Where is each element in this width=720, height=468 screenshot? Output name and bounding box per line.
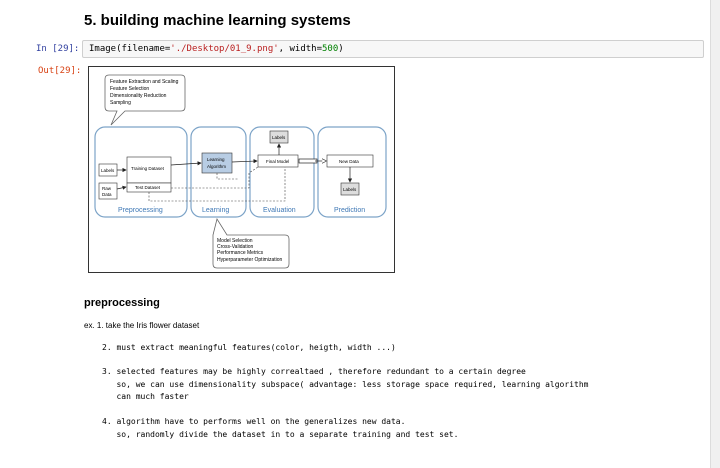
callout-top-line-1: Feature Extraction and Scaling	[110, 79, 179, 85]
dashed-feedback-3	[216, 173, 239, 180]
big-arrow	[298, 158, 318, 164]
final-model-text: Final Model	[266, 159, 289, 164]
callout-top-bubble	[104, 74, 186, 126]
dashed-feedback-2	[148, 167, 286, 202]
code-suffix: )	[338, 44, 344, 54]
callout-bottom-line-2: Cross-Validation	[217, 244, 254, 250]
eval-labels-box	[269, 130, 289, 144]
list-item: so, randomly divide the dataset in to a …	[102, 430, 459, 439]
example-text: ex. 1. take the Iris flower dataset	[84, 321, 200, 330]
eval-labels-text: Labels	[272, 135, 286, 140]
callout-bottom-line-3: Performance Metrics	[217, 250, 264, 256]
list-item: can much faster	[102, 392, 189, 401]
arrow-rawdata	[116, 185, 127, 190]
callout-bottom-line-1: Model Selection	[217, 238, 253, 244]
callout-top-line-3: Dimensionality Reduction	[110, 93, 167, 99]
section-title: preprocessing	[84, 297, 160, 309]
arrow-learn-to-model	[231, 159, 258, 164]
raw-data-line-2: Data	[102, 192, 112, 197]
ml-workflow-diagram: Feature Extraction and Scaling Feature S…	[94, 74, 387, 269]
callout-bottom-bubble	[212, 217, 290, 269]
learning-algorithm-box	[201, 152, 233, 174]
final-model-box	[257, 154, 299, 168]
code-text[interactable]: Image(filename='./Desktop/01_9.png', wid…	[89, 44, 344, 54]
list-item: so, we can use dimensionality subspace( …	[102, 380, 589, 389]
stage-preprocessing-label: Preprocessing	[118, 207, 163, 214]
learning-algorithm-line-2: Algorithm	[207, 164, 226, 169]
list-item: 2. must extract meaningful features(colo…	[102, 343, 396, 352]
callout-bottom-line-4: Hyperparameter Optimization	[217, 257, 283, 263]
stage-evaluation-box	[249, 126, 315, 218]
training-dataset-text: Training Dataset	[131, 166, 165, 171]
dashed-feedback-1	[171, 166, 259, 189]
pred-labels-text: Labels	[343, 187, 357, 192]
code-string: './Desktop/01_9.png'	[170, 44, 279, 54]
learning-algorithm-line-1: Learning	[207, 157, 225, 162]
code-cell[interactable]: Image(filename='./Desktop/01_9.png', wid…	[82, 40, 704, 58]
scrollbar[interactable]	[710, 0, 720, 468]
arrow-train-to-learn	[170, 161, 202, 166]
pred-labels-box	[340, 182, 360, 196]
list-item: 3. selected features may be highly corre…	[102, 367, 526, 376]
labels-box-text: Labels	[101, 168, 115, 173]
stage-prediction-label: Prediction	[334, 207, 365, 214]
list-item: 4. algorithm have to performs well on th…	[102, 417, 406, 426]
code-prefix: Image(filename=	[89, 44, 171, 54]
code-middle: , width=	[278, 44, 323, 54]
page-title: 5. building machine learning systems	[84, 12, 351, 29]
stage-prediction-box	[317, 126, 387, 218]
callout-top-line-2: Feature Selection	[110, 86, 149, 92]
output-prompt: Out[29]:	[38, 66, 82, 76]
input-prompt: In [29]:	[36, 44, 80, 54]
callout-top-line-4: Sampling	[110, 100, 131, 106]
stage-learning-label: Learning	[202, 207, 229, 214]
test-dataset-text: Test Dataset	[135, 185, 161, 190]
new-data-text: New Data	[339, 159, 359, 164]
raw-data-line-1: Raw	[102, 186, 112, 191]
stage-evaluation-label: Evaluation	[263, 207, 296, 214]
code-number: 500	[322, 44, 339, 54]
raw-data-box	[98, 182, 118, 200]
ml-workflow-figure: Feature Extraction and Scaling Feature S…	[88, 66, 395, 273]
training-dataset-box	[126, 156, 172, 184]
